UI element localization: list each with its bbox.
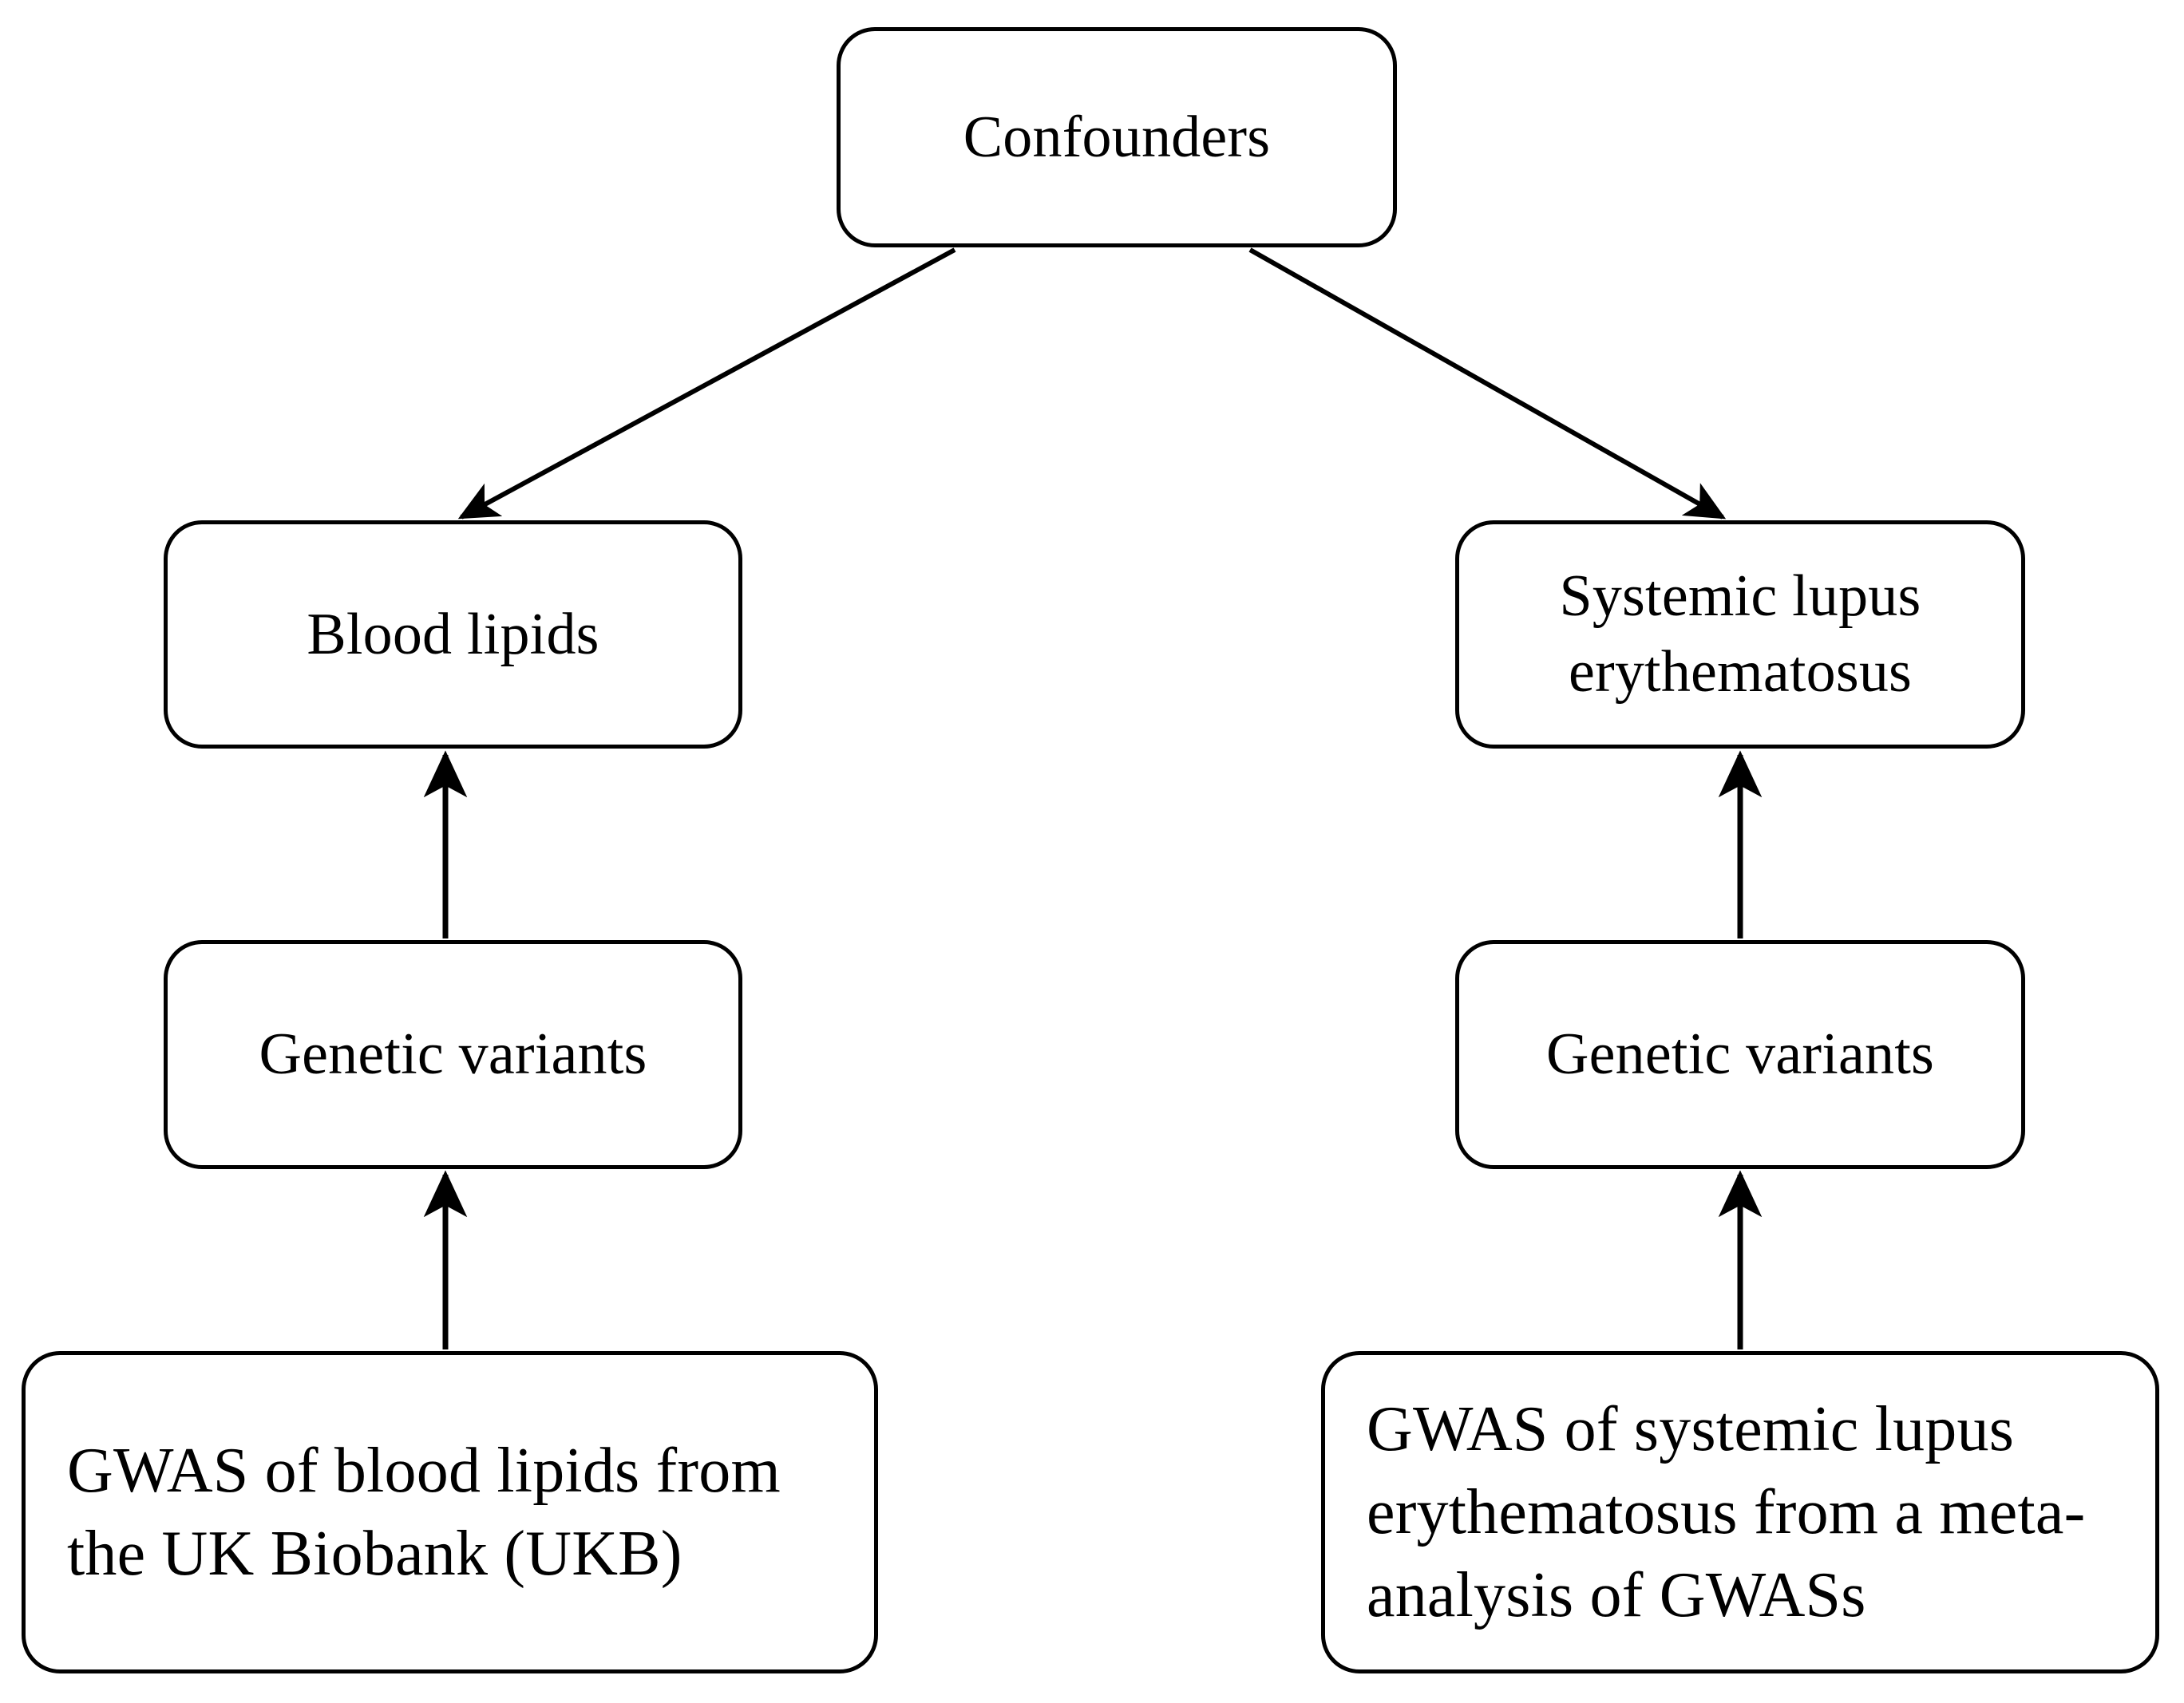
node-genetic-variants-right[interactable]: Genetic variants (1455, 940, 2025, 1169)
node-systemic-lupus-erythematosus[interactable]: Systemic lupus erythematosus (1455, 520, 2025, 749)
node-genetic-variants-left-label: Genetic variants (259, 1021, 647, 1088)
node-confounders-label: Confounders (963, 104, 1271, 170)
node-blood-lipids[interactable]: Blood lipids (164, 520, 742, 749)
node-genetic-variants-left[interactable]: Genetic variants (164, 940, 742, 1169)
node-confounders[interactable]: Confounders (837, 27, 1397, 247)
node-gwas-blood-lipids[interactable]: GWAS of blood lipids from the UK Biobank… (22, 1351, 878, 1673)
edge-confounders-to-blood-lipids (457, 247, 956, 520)
edge-confounders-to-sle (1248, 247, 1727, 520)
node-genetic-variants-right-label: Genetic variants (1545, 1021, 1935, 1088)
node-blood-lipids-label: Blood lipids (307, 601, 599, 667)
node-gwas-blood-lipids-label: GWAS of blood lipids from the UK Biobank… (67, 1436, 781, 1589)
node-gwas-systemic-lupus-erythematosus-label: GWAS of systemic lupus erythematosus fro… (1367, 1394, 2086, 1630)
node-systemic-lupus-erythematosus-label: Systemic lupus erythematosus (1559, 563, 1921, 705)
node-gwas-systemic-lupus-erythematosus[interactable]: GWAS of systemic lupus erythematosus fro… (1321, 1351, 2159, 1673)
